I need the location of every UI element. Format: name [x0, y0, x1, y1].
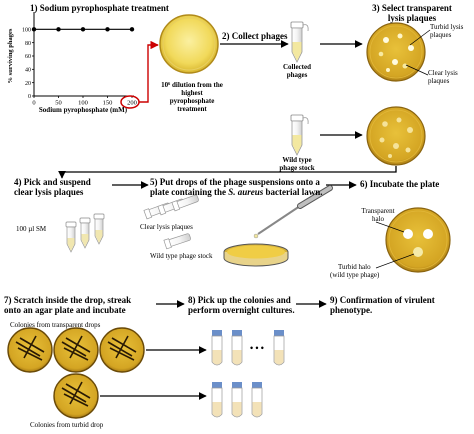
- y-axis-label: % surviving phages: [7, 28, 14, 83]
- selection-plate-collected: [366, 22, 431, 82]
- x-tick-label: 100: [78, 100, 88, 107]
- turbid-lysis-label-1: Turbid lysis: [430, 23, 464, 31]
- step-4-title-line1: 4) Pick and suspend: [14, 177, 91, 187]
- turbid-halo-label-2: (wild type phage): [330, 271, 380, 279]
- y-tick-label: 60: [25, 54, 31, 60]
- data-point: [80, 27, 86, 32]
- y-tick-label: 100: [22, 28, 31, 34]
- dilution-label-2: highest: [181, 89, 203, 97]
- culture-tubes-transparent: [211, 330, 285, 366]
- step-3-title-line1: 3) Select transparent: [372, 3, 452, 13]
- colonies-transparent-label: Colonies from transparent drops: [10, 321, 101, 329]
- wild-type-phage-tube: [290, 114, 309, 156]
- step-5-title-line2: plate containing the S. aureus bacterial…: [150, 187, 323, 197]
- collected-label-2: phages: [286, 71, 308, 79]
- wildtype-label-2: phage stock: [279, 164, 315, 172]
- plaque: [378, 51, 384, 57]
- culture-tubes-turbid: [211, 382, 263, 418]
- dilution-label-1: 10⁶ dilution from the: [161, 81, 223, 89]
- step-8-title-line1: 8) Pick up the colonies and: [188, 295, 291, 305]
- y-tick-label: 80: [25, 41, 31, 47]
- y-tick-label: 20: [25, 81, 31, 87]
- transparent-halo-label-2: halo: [371, 215, 385, 223]
- step-8-title-line2: perform overnight cultures.: [188, 305, 295, 315]
- turbid-lysis-label-2: plaques: [430, 31, 452, 39]
- transparent-drop: [403, 229, 413, 239]
- streak-plate-turbid: [53, 373, 99, 419]
- lawn-petri-dish: [223, 243, 289, 267]
- step-9-title-line1: 9) Confirmation of virulent: [330, 295, 435, 305]
- transparent-drop: [423, 229, 433, 239]
- step-7-title-line2: onto an agar plate and incubate: [4, 305, 126, 315]
- data-point: [105, 27, 110, 32]
- step-3-title-line2: lysis plaques: [387, 13, 437, 23]
- transparent-halo-label-1: Transparent: [361, 207, 395, 215]
- streak-plates-transparent: [7, 327, 145, 373]
- plaque: [397, 33, 403, 39]
- dilution-label-4: treatment: [177, 105, 207, 113]
- dilution-label-3: pyrophosphate: [169, 97, 215, 105]
- collected-label-1: Collected: [283, 63, 311, 71]
- plaque: [408, 45, 414, 51]
- data-point: [56, 27, 61, 32]
- incubated-plate: [375, 207, 451, 273]
- step-5-title-line1: 5) Put drops of the phage suspensions on…: [150, 177, 320, 187]
- step-4-title-line2: clear lysis plaques: [14, 187, 84, 197]
- arrow-step3-to-step4: [58, 166, 397, 179]
- colonies-turbid-label: Colonies from turbid drop: [30, 421, 104, 429]
- sm-tubes: [65, 213, 105, 253]
- plaque: [392, 59, 398, 65]
- clear-lysis-label-2: plaques: [428, 77, 450, 85]
- x-tick-label: 50: [55, 100, 62, 107]
- wild-type-tube-small: [163, 233, 191, 250]
- clear-lysis-label-1: Clear lysis: [428, 69, 458, 77]
- plaque: [386, 68, 390, 72]
- y-tick-label: 40: [25, 68, 31, 74]
- wildtype-label-1: Wild type: [282, 156, 312, 164]
- y-tick-label: 0: [28, 94, 31, 100]
- x-tick-label: 0: [32, 100, 35, 107]
- red-arrow: [139, 40, 159, 103]
- x-axis-label: Sodium pyrophosphate (mM): [39, 106, 128, 114]
- step-2-title: 2) Collect phages: [222, 31, 288, 41]
- pipette: [253, 185, 333, 239]
- sm-volume-label: 100 µl SM: [16, 225, 47, 233]
- clear-plaque-tubes: [143, 194, 199, 220]
- phage-plate: [159, 14, 219, 74]
- step-1-title: 1) Sodium pyrophosphate treatment: [30, 3, 169, 13]
- collected-phages-tube: [290, 21, 309, 63]
- x-tick-label: 150: [103, 100, 113, 107]
- selection-plate-wildtype: [366, 106, 426, 166]
- more-tubes-ellipsis: • • •: [250, 343, 264, 353]
- turbid-drop: [413, 247, 423, 257]
- step-7-title-line1: 7) Scratch inside the drop, streak: [4, 295, 132, 305]
- step-6-title: 6) Incubate the plate: [360, 179, 440, 189]
- plaque: [402, 63, 408, 69]
- x-tick-label: 200: [127, 100, 137, 107]
- clear-plaques-label: Clear lysis plaques: [140, 223, 193, 231]
- step-9-title-line2: phenotype.: [330, 305, 373, 315]
- wt-stock-label: Wild type phage stock: [150, 252, 213, 260]
- data-point: [129, 27, 135, 32]
- turbid-halo-label-1: Turbid halo: [338, 263, 371, 271]
- plaque: [383, 37, 389, 43]
- data-point: [31, 27, 37, 32]
